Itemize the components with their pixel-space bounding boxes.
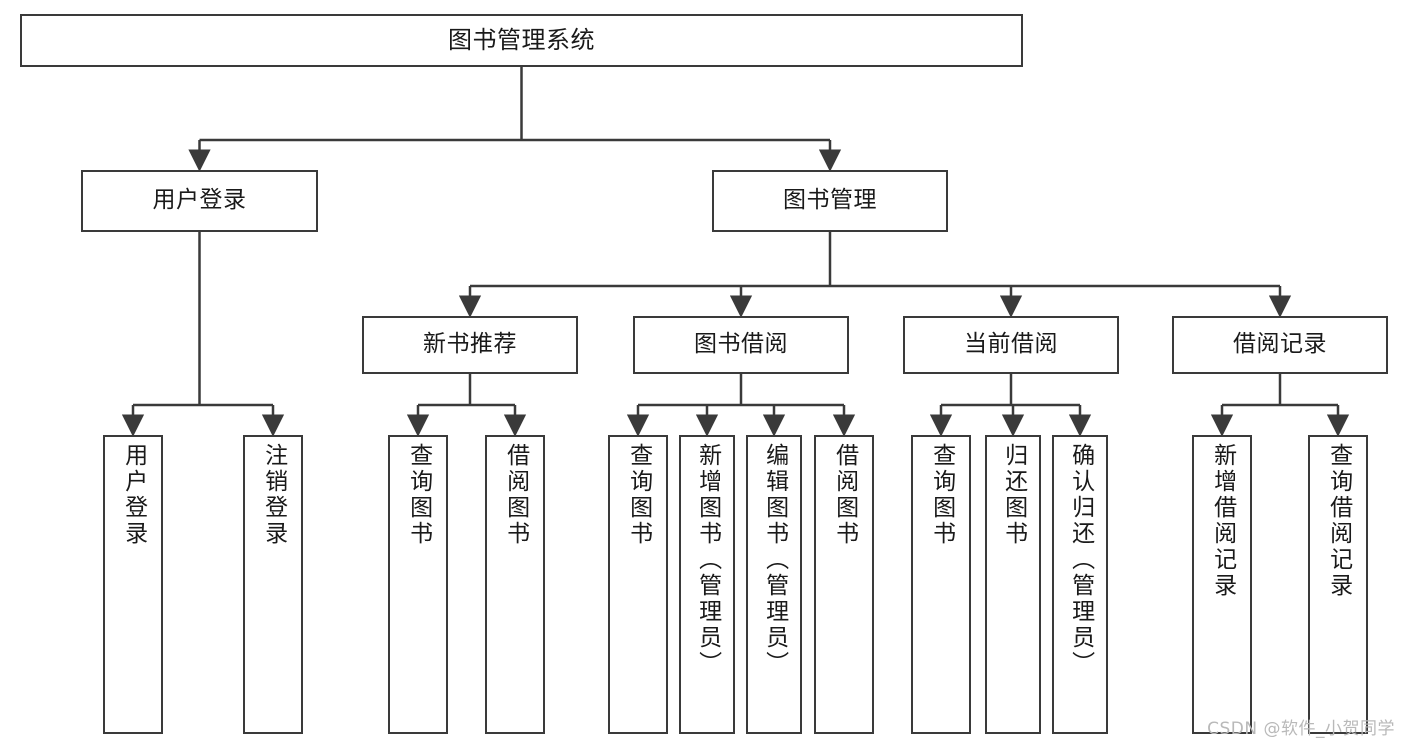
node-current[interactable]: 当前借阅	[903, 316, 1119, 374]
node-leaf-return[interactable]: 归还图书	[985, 435, 1041, 734]
node-label: 用户登录	[152, 187, 247, 214]
node-leaf-borrow1[interactable]: 借阅图书	[485, 435, 545, 734]
node-records[interactable]: 借阅记录	[1172, 316, 1388, 374]
node-label: 确认归还（管理员）	[1067, 443, 1094, 677]
node-leaf-edit[interactable]: 编辑图书（管理员）	[746, 435, 802, 734]
node-label: 新书推荐	[423, 331, 517, 358]
node-label: 编辑图书（管理员）	[761, 443, 788, 677]
node-bookmgmt[interactable]: 图书管理	[712, 170, 948, 232]
node-label: 查询图书	[928, 443, 955, 547]
node-label: 借阅图书	[502, 443, 529, 547]
node-label: 借阅记录	[1233, 331, 1327, 358]
node-leaf-queryrec[interactable]: 查询借阅记录	[1308, 435, 1368, 734]
node-label: 新增图书（管理员）	[694, 443, 721, 677]
node-label: 图书管理	[783, 187, 877, 214]
node-leaf-query3[interactable]: 查询图书	[911, 435, 971, 734]
node-leaf-query1[interactable]: 查询图书	[388, 435, 448, 734]
node-leaf-addrec[interactable]: 新增借阅记录	[1192, 435, 1252, 734]
node-label: 查询借阅记录	[1325, 443, 1352, 599]
node-label: 新增借阅记录	[1209, 443, 1236, 599]
node-leaf-login[interactable]: 用户登录	[103, 435, 163, 734]
node-leaf-logout[interactable]: 注销登录	[243, 435, 303, 734]
node-label: 图书管理系统	[448, 26, 595, 55]
node-login[interactable]: 用户登录	[81, 170, 318, 232]
node-label: 借阅图书	[831, 443, 858, 547]
node-label: 查询图书	[405, 443, 432, 547]
node-borrow[interactable]: 图书借阅	[633, 316, 849, 374]
node-label: 归还图书	[1000, 443, 1027, 547]
node-label: 图书借阅	[694, 331, 788, 358]
node-label: 注销登录	[260, 443, 287, 547]
node-newbooks[interactable]: 新书推荐	[362, 316, 578, 374]
node-leaf-borrow2[interactable]: 借阅图书	[814, 435, 874, 734]
node-label: 查询图书	[625, 443, 652, 547]
node-leaf-add[interactable]: 新增图书（管理员）	[679, 435, 735, 734]
node-leaf-confirm[interactable]: 确认归还（管理员）	[1052, 435, 1108, 734]
node-label: 当前借阅	[964, 331, 1058, 358]
node-root[interactable]: 图书管理系统	[20, 14, 1023, 67]
node-label: 用户登录	[120, 443, 147, 547]
node-leaf-query2[interactable]: 查询图书	[608, 435, 668, 734]
watermark: CSDN @软件_小贺同学	[1207, 719, 1395, 739]
